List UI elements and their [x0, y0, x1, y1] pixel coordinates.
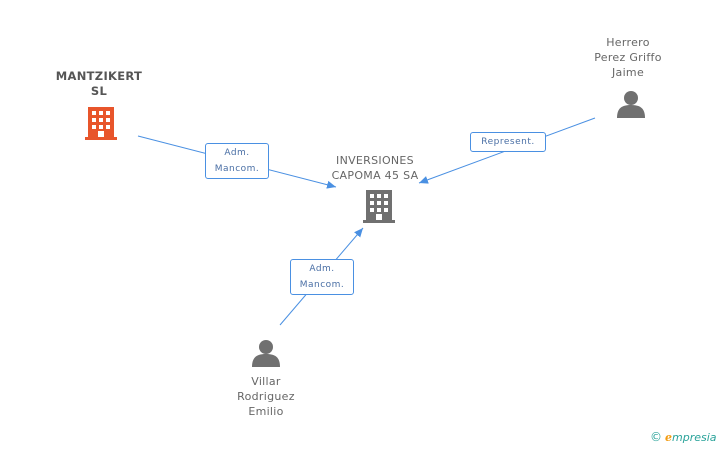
- person-name-villar[interactable]: Villar Rodriguez Emilio: [237, 375, 295, 418]
- building-icon[interactable]: [85, 107, 117, 140]
- empresia-brand-text: mpresia: [672, 431, 717, 444]
- building-icon[interactable]: [363, 190, 395, 223]
- company-name-mantzikert[interactable]: MANTZIKERT SL: [55, 69, 143, 98]
- company-name-inversiones[interactable]: INVERSIONES CAPOMA 45 SA: [331, 154, 419, 182]
- edge-label-adm-mancom: Adm. Mancom.: [205, 143, 269, 179]
- copyright-symbol: ©: [650, 430, 662, 444]
- person-icon[interactable]: [617, 91, 645, 118]
- empresia-watermark: ©empresia: [650, 430, 717, 444]
- edge-label-adm-mancom: Adm. Mancom.: [290, 259, 354, 295]
- person-name-herrero[interactable]: Herrero Perez Griffo Jaime: [594, 36, 662, 79]
- person-icon[interactable]: [252, 340, 280, 367]
- edge-label-represent: Represent.: [470, 132, 546, 152]
- empresia-logo-icon: e: [665, 431, 672, 444]
